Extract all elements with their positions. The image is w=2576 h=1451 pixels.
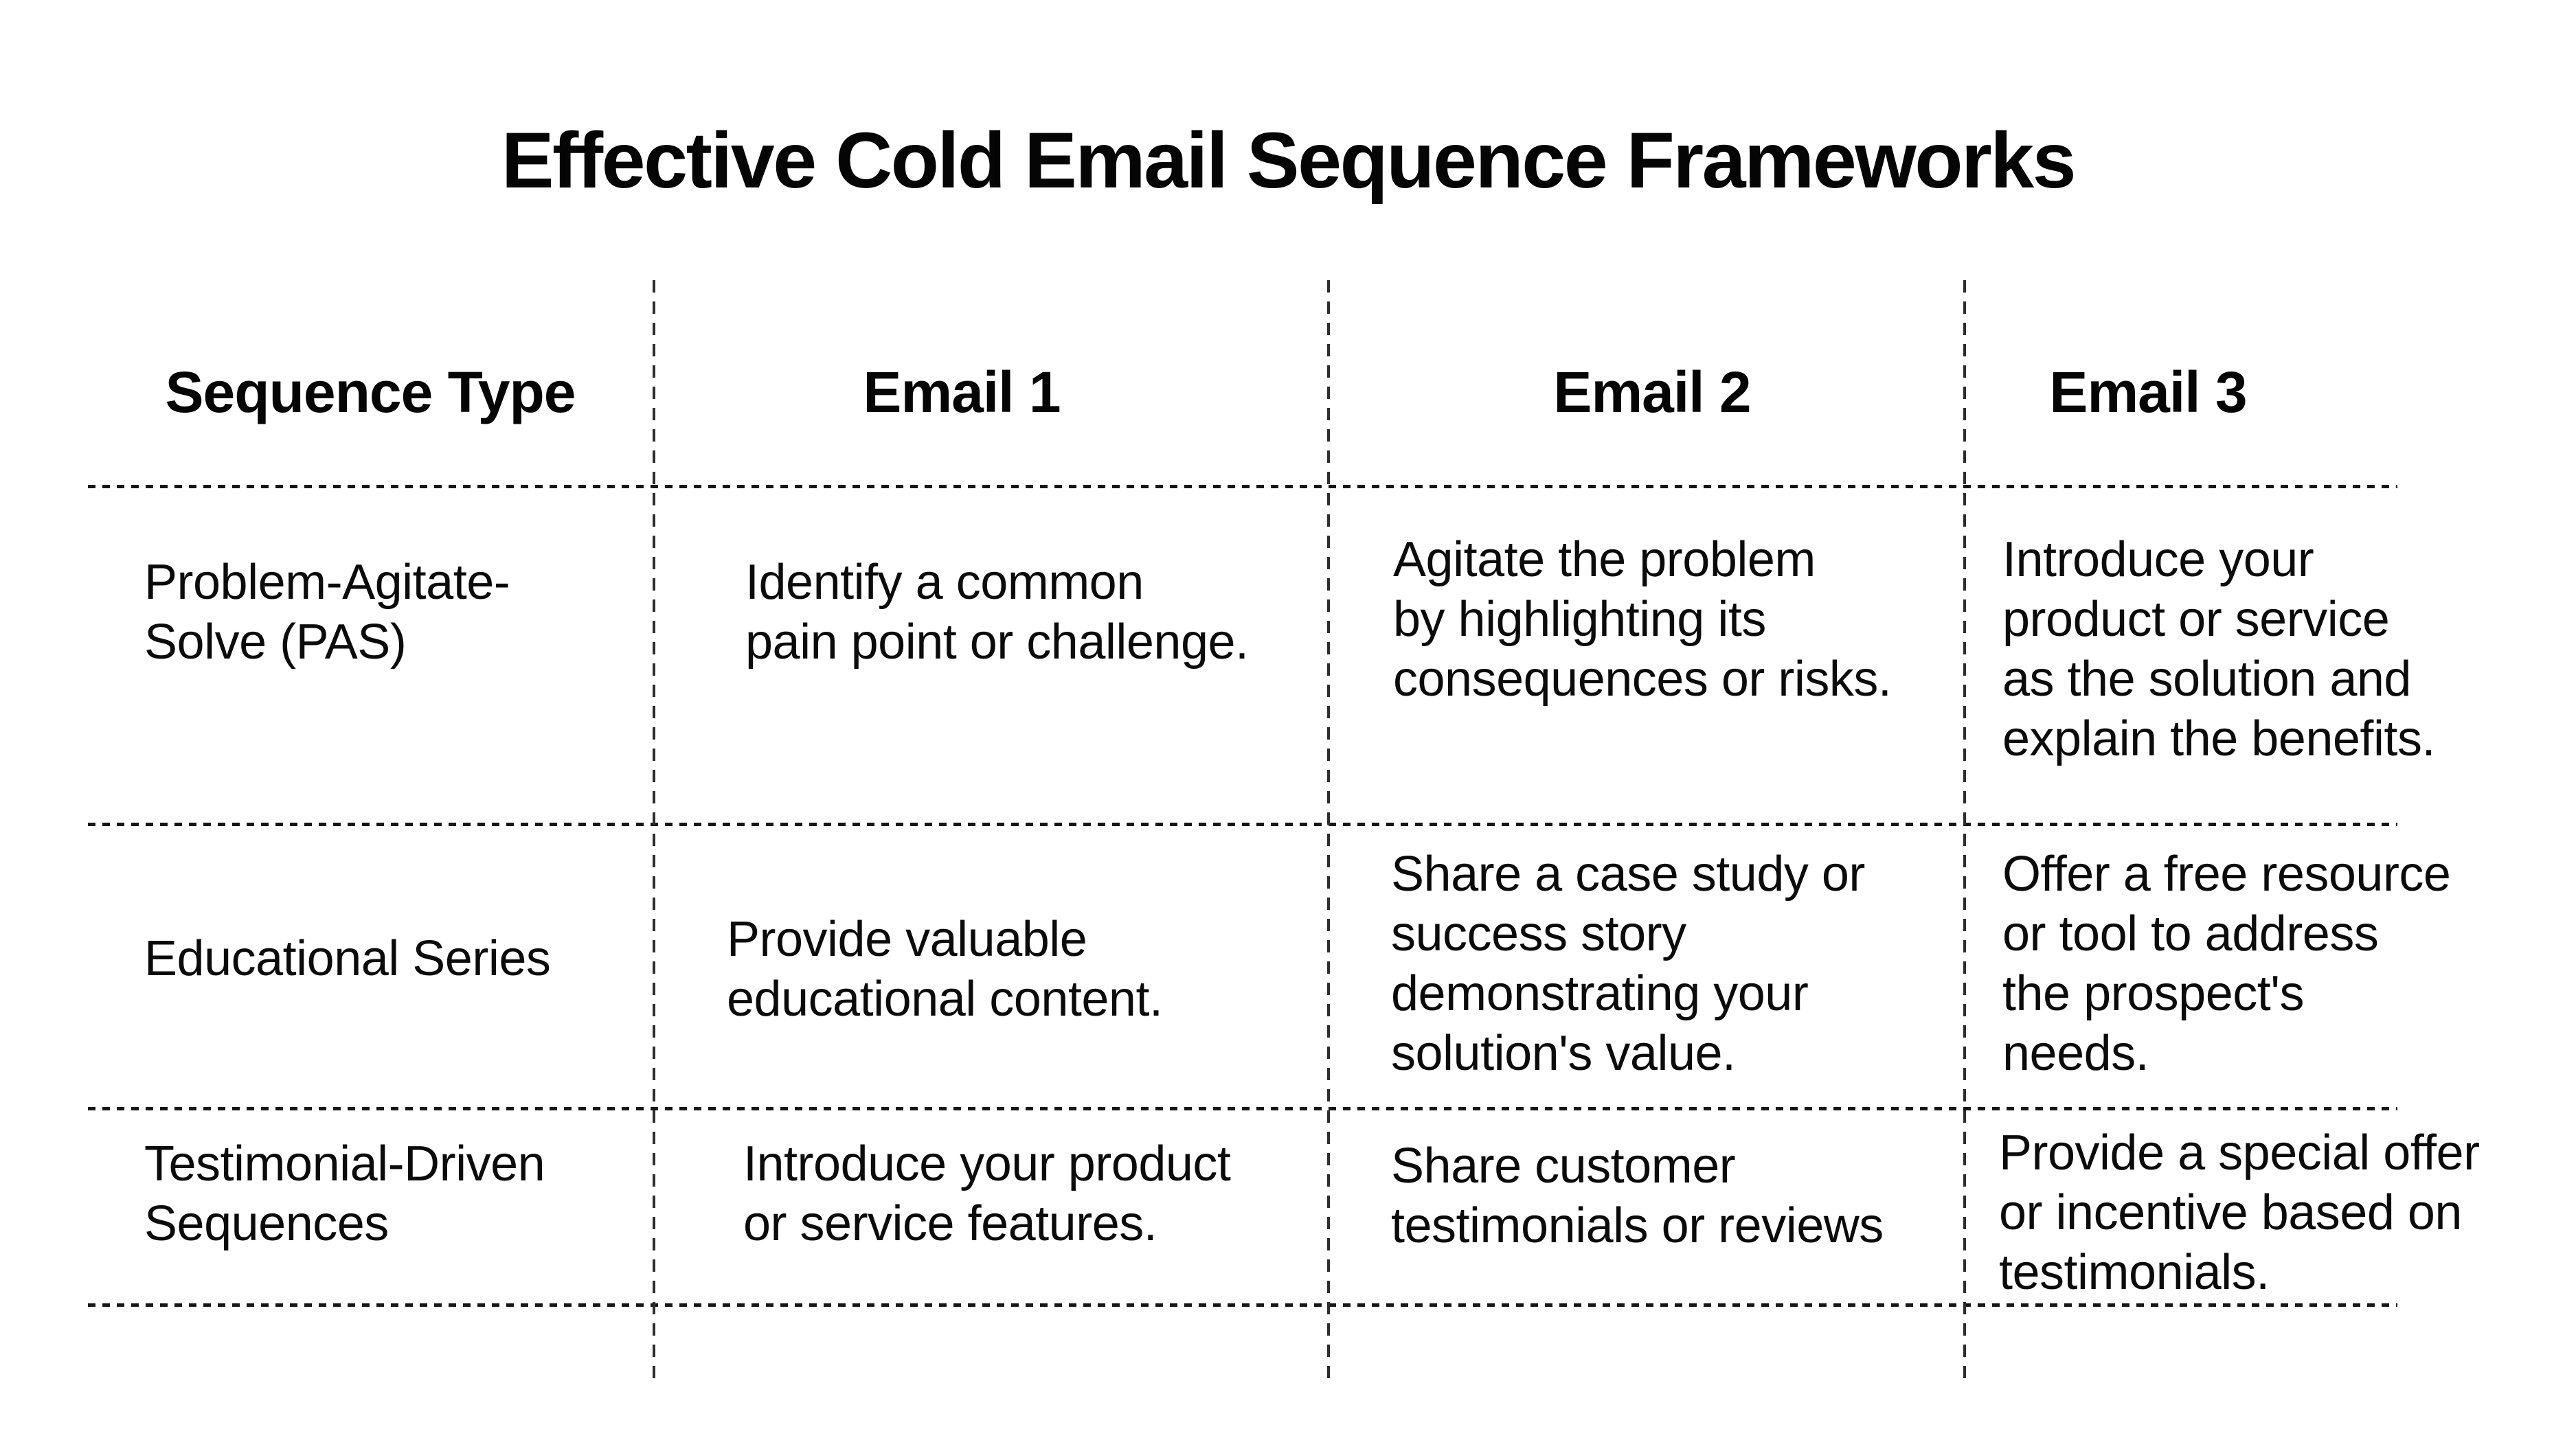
column-divider-email1-email2 — [1327, 280, 1330, 1382]
row-3-divider-line — [88, 1303, 2397, 1307]
column-header-email-1: Email 1 — [863, 360, 1061, 424]
table-cell-pas-email-3: Introduce your product or service as the… — [2002, 532, 2435, 766]
column-header-email-2: Email 2 — [1553, 360, 1751, 424]
table-cell-educational-sequence-type: Educational Series — [144, 931, 551, 986]
table-cell-testimonial-email-3: Provide a special offer or incentive bas… — [1999, 1126, 2480, 1300]
table-cell-educational-email-1: Provide valuable educational content. — [727, 912, 1163, 1027]
column-divider-email2-email3 — [1963, 280, 1966, 1382]
table-cell-educational-email-2: Share a case study or success story demo… — [1391, 847, 1865, 1081]
header-row-divider-line — [88, 485, 2397, 488]
table-cell-pas-sequence-type: Problem-Agitate- Solve (PAS) — [144, 555, 510, 670]
column-header-email-3: Email 3 — [2049, 360, 2247, 424]
row-2-divider-line — [88, 1107, 2397, 1110]
table-cell-testimonial-email-2: Share customer testimonials or reviews — [1391, 1139, 1884, 1253]
table-cell-educational-email-3: Offer a free resource or tool to address… — [2002, 847, 2451, 1081]
page-title: Effective Cold Email Sequence Frameworks — [501, 117, 2077, 205]
table-cell-testimonial-sequence-type: Testimonial-Driven Sequences — [144, 1136, 545, 1251]
table-cell-testimonial-email-1: Introduce your product or service featur… — [743, 1136, 1231, 1251]
column-header-sequence-type: Sequence Type — [165, 360, 576, 424]
table-cell-pas-email-2: Agitate the problem by highlighting its … — [1393, 532, 1892, 707]
column-divider-sequence-email1 — [653, 280, 655, 1382]
table-cell-pas-email-1: Identify a common pain point or challeng… — [745, 555, 1249, 670]
row-1-divider-line — [88, 823, 2397, 826]
